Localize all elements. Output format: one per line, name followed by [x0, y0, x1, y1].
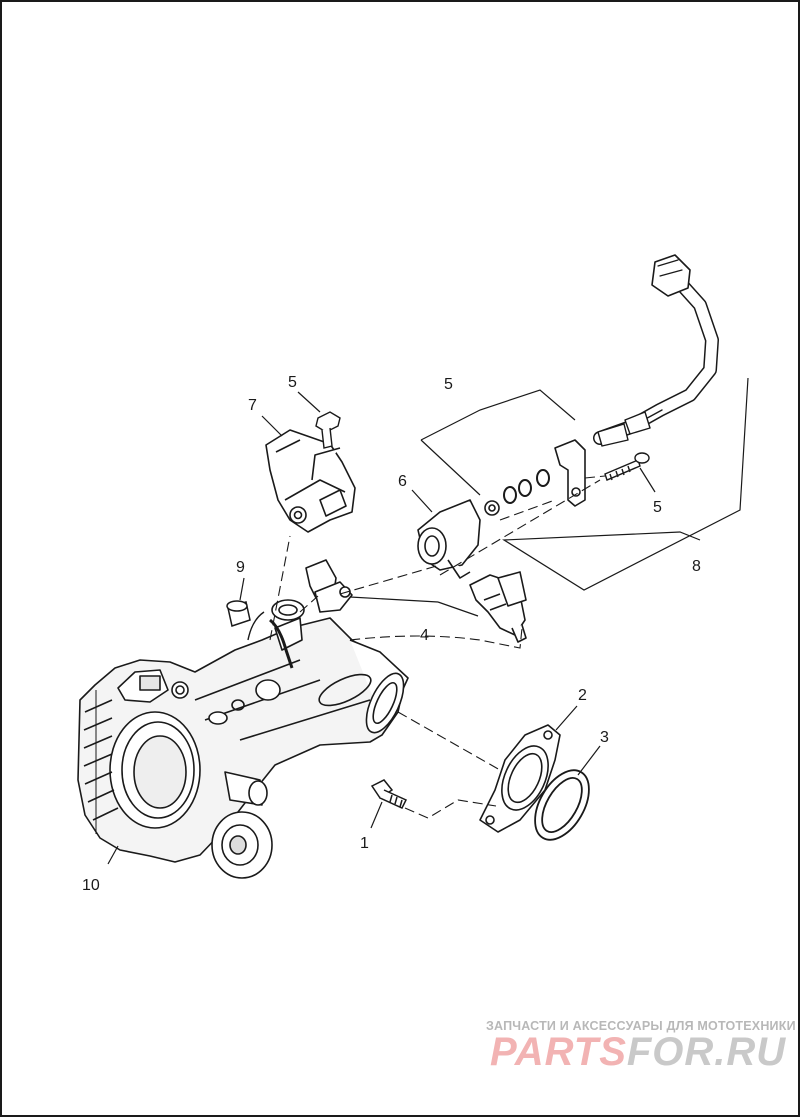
callout-3: 3: [600, 729, 609, 746]
callout-9: 9: [236, 559, 245, 576]
injector-connector: [305, 559, 353, 613]
callout-5-right: 5: [653, 499, 662, 516]
watermark-brand: PARTSFOR.RU: [490, 1030, 786, 1075]
socket-head-bolt: [370, 779, 408, 809]
callout-6: 6: [398, 473, 407, 490]
o-rings: [503, 469, 550, 504]
assembly-lines: [269, 475, 606, 819]
map-sensor: [265, 429, 356, 533]
callout-10: 10: [82, 877, 100, 894]
callout-1: 1: [360, 835, 369, 852]
callout-2: 2: [578, 687, 587, 704]
callout-5-group: 5: [444, 376, 453, 393]
seal-ring: [534, 769, 590, 841]
callout-4: 4: [420, 627, 429, 644]
injector-cup: [417, 499, 500, 579]
leader-lines: [107, 377, 749, 865]
watermark-brand-part1: PARTS: [490, 1030, 627, 1074]
flange-gasket: [479, 724, 561, 833]
callout-5-top: 5: [288, 374, 297, 391]
vacuum-cap: [226, 600, 251, 627]
callout-8: 8: [692, 558, 701, 575]
callout-labels: 1 2 3 4 5 5 5 6 7 8 9 10: [82, 374, 701, 894]
fuel-line-hose: [593, 254, 719, 447]
callout-7: 7: [248, 397, 257, 414]
fuel-line-bracket: [554, 439, 586, 507]
bracket-screw: [604, 452, 650, 481]
fuel-injector: [469, 571, 527, 643]
watermark-tagline: ЗАПЧАСТИ И АКСЕССУАРЫ ДЛЯ МОТОТЕХНИКИ: [486, 1019, 796, 1033]
sensor-screw: [315, 411, 341, 449]
watermark-brand-part2: FOR.RU: [626, 1030, 787, 1074]
manifold-throttle-body: [77, 599, 409, 879]
